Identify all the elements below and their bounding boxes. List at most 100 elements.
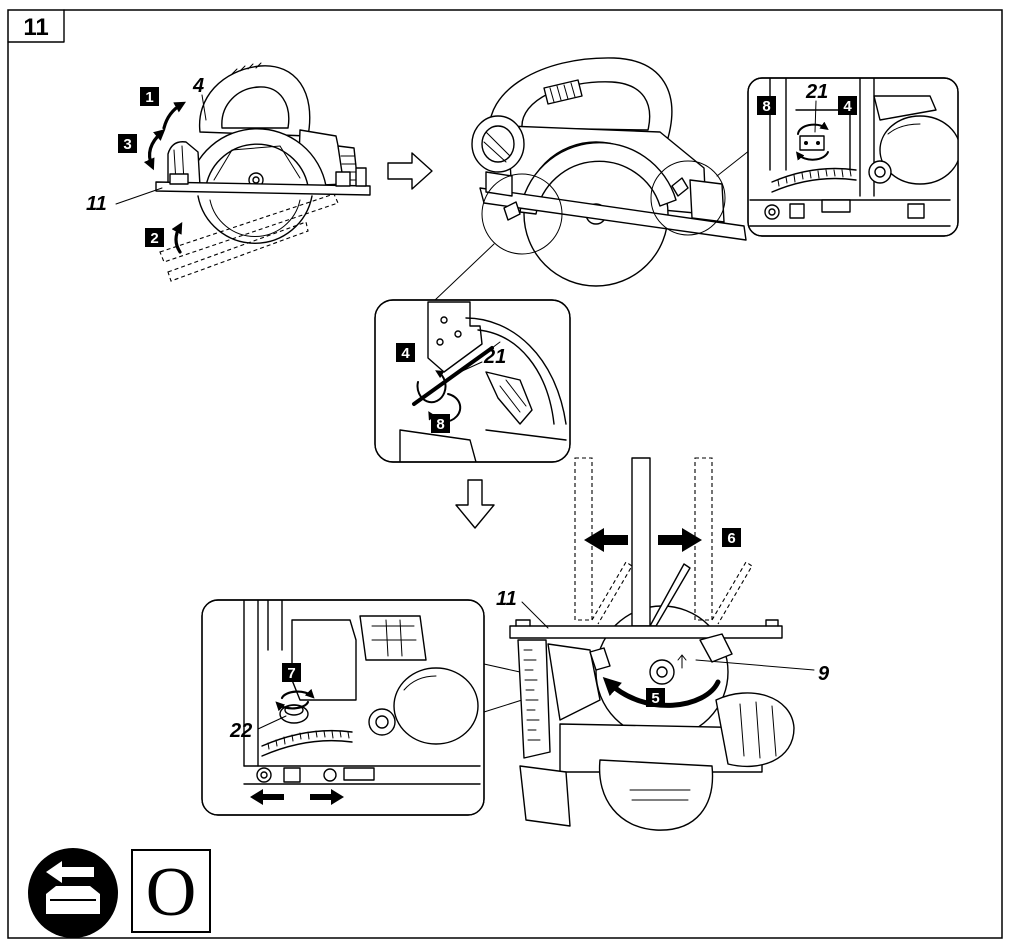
base-plate <box>155 181 371 196</box>
figure-number-tab <box>7 9 65 43</box>
part-22-leader <box>257 715 287 730</box>
part-4-label: 4 <box>192 75 204 97</box>
step-8-number: 8 <box>436 416 444 433</box>
rotate-arrow-top <box>280 688 315 700</box>
move-left-arrow <box>584 528 628 552</box>
base-slot <box>343 767 375 781</box>
hex-wrench-tip <box>491 341 501 349</box>
inset-border <box>201 599 485 816</box>
zoom-circle-rear <box>650 160 726 236</box>
base-screw-2 <box>323 768 337 782</box>
lock-nut-center <box>874 166 886 178</box>
base-tab-right <box>907 203 925 219</box>
base-screw-center <box>260 771 268 779</box>
part-21-leader <box>459 361 483 373</box>
step-3-label: 3 <box>118 134 137 153</box>
zoom-leader-front <box>433 243 495 302</box>
step-7-number: 7 <box>287 665 295 682</box>
step-2-number: 2 <box>150 230 158 247</box>
bevel-scale-ticks <box>523 649 541 741</box>
o-mark-text: O <box>146 854 197 931</box>
front-view-saw: 6 5 11 9 <box>496 457 830 831</box>
front-adjuster <box>503 201 521 221</box>
saw-blade <box>197 195 313 244</box>
step-5-label: 5 <box>646 688 665 707</box>
rear-bracket <box>335 171 351 187</box>
rotation-mark-icon <box>677 654 687 669</box>
part-22-label: 22 <box>229 720 252 742</box>
lever-ribs <box>499 379 527 413</box>
part-11-leader <box>115 187 163 205</box>
adjusting-screw-block <box>799 135 825 151</box>
move-right-arrow <box>658 528 702 552</box>
step-7-label: 7 <box>282 663 301 682</box>
base-screw-center <box>768 208 776 216</box>
inset-border <box>374 299 571 463</box>
part-11-label: 11 <box>86 193 107 215</box>
bevel-scale-inner <box>261 739 353 757</box>
zoom-leader-rear <box>716 149 751 177</box>
middle-detail-inset: 4 8 21 <box>374 299 571 463</box>
knob-highlight <box>403 675 437 691</box>
blade-bolt <box>252 176 260 184</box>
base-edge <box>485 429 567 441</box>
figure-number: 11 <box>23 14 48 41</box>
step-4-label: 4 <box>396 343 415 362</box>
step-1-arrow <box>162 101 187 130</box>
part-4-leader <box>201 94 207 121</box>
base-plate <box>243 765 481 785</box>
rear-bracket <box>689 179 725 223</box>
guard-inner-edge <box>205 143 309 187</box>
plate-hole <box>454 330 462 338</box>
lock-nut <box>368 708 396 736</box>
base-tab <box>283 767 301 783</box>
screw-hole <box>804 141 808 145</box>
rear-bracket-2 <box>355 167 367 187</box>
front-bracket <box>169 173 189 185</box>
part-9-label: 9 <box>818 663 830 685</box>
side-plate <box>769 78 787 171</box>
guide-angle-left-outline <box>591 561 633 625</box>
blade-bolt <box>656 666 668 678</box>
vent-fins <box>340 155 359 181</box>
lock-lever <box>589 647 611 671</box>
inset-connector-top <box>483 663 521 673</box>
loosen-arrow <box>416 370 447 404</box>
battery <box>519 765 571 827</box>
grid-block <box>359 615 427 661</box>
rear-lever <box>699 633 733 663</box>
bracket-block <box>291 619 357 701</box>
step-3-number: 3 <box>123 136 131 153</box>
part-21-label: 21 <box>805 81 828 103</box>
step-5-number: 5 <box>651 690 659 707</box>
next-step-down-arrow <box>455 479 495 529</box>
step-4-number: 4 <box>401 345 410 362</box>
o-mark-box <box>131 849 211 933</box>
front-knob <box>393 667 479 745</box>
step-1-label: 1 <box>140 87 159 106</box>
base-plate <box>479 187 747 241</box>
base-corner <box>399 429 477 462</box>
right-arrow <box>310 789 344 805</box>
top-right-detail-inset: 8 4 21 <box>747 77 959 237</box>
part-9-leader <box>695 659 815 671</box>
perspective-view-saw <box>433 57 751 302</box>
step-2-label: 2 <box>145 228 164 247</box>
part-21-label: 21 <box>483 346 506 368</box>
step-6-label: 6 <box>722 528 741 547</box>
guard-inner-edge <box>477 329 555 425</box>
handle-grip-texture <box>231 62 262 75</box>
upper-blade-guard <box>519 141 677 215</box>
front-bracket <box>485 171 513 197</box>
base-screw <box>256 767 272 783</box>
part-11-leader <box>521 601 549 629</box>
o-mark-symbol: O <box>131 849 211 933</box>
handle-grip <box>629 789 691 801</box>
step-4-number: 4 <box>843 98 852 115</box>
knob-highlight <box>887 123 921 135</box>
rotate-arrow-bottom <box>275 700 310 712</box>
hex-wrench <box>412 346 494 406</box>
part-21-leader <box>814 100 817 133</box>
handle-opening <box>221 86 290 129</box>
step-3-arrow <box>143 128 166 171</box>
